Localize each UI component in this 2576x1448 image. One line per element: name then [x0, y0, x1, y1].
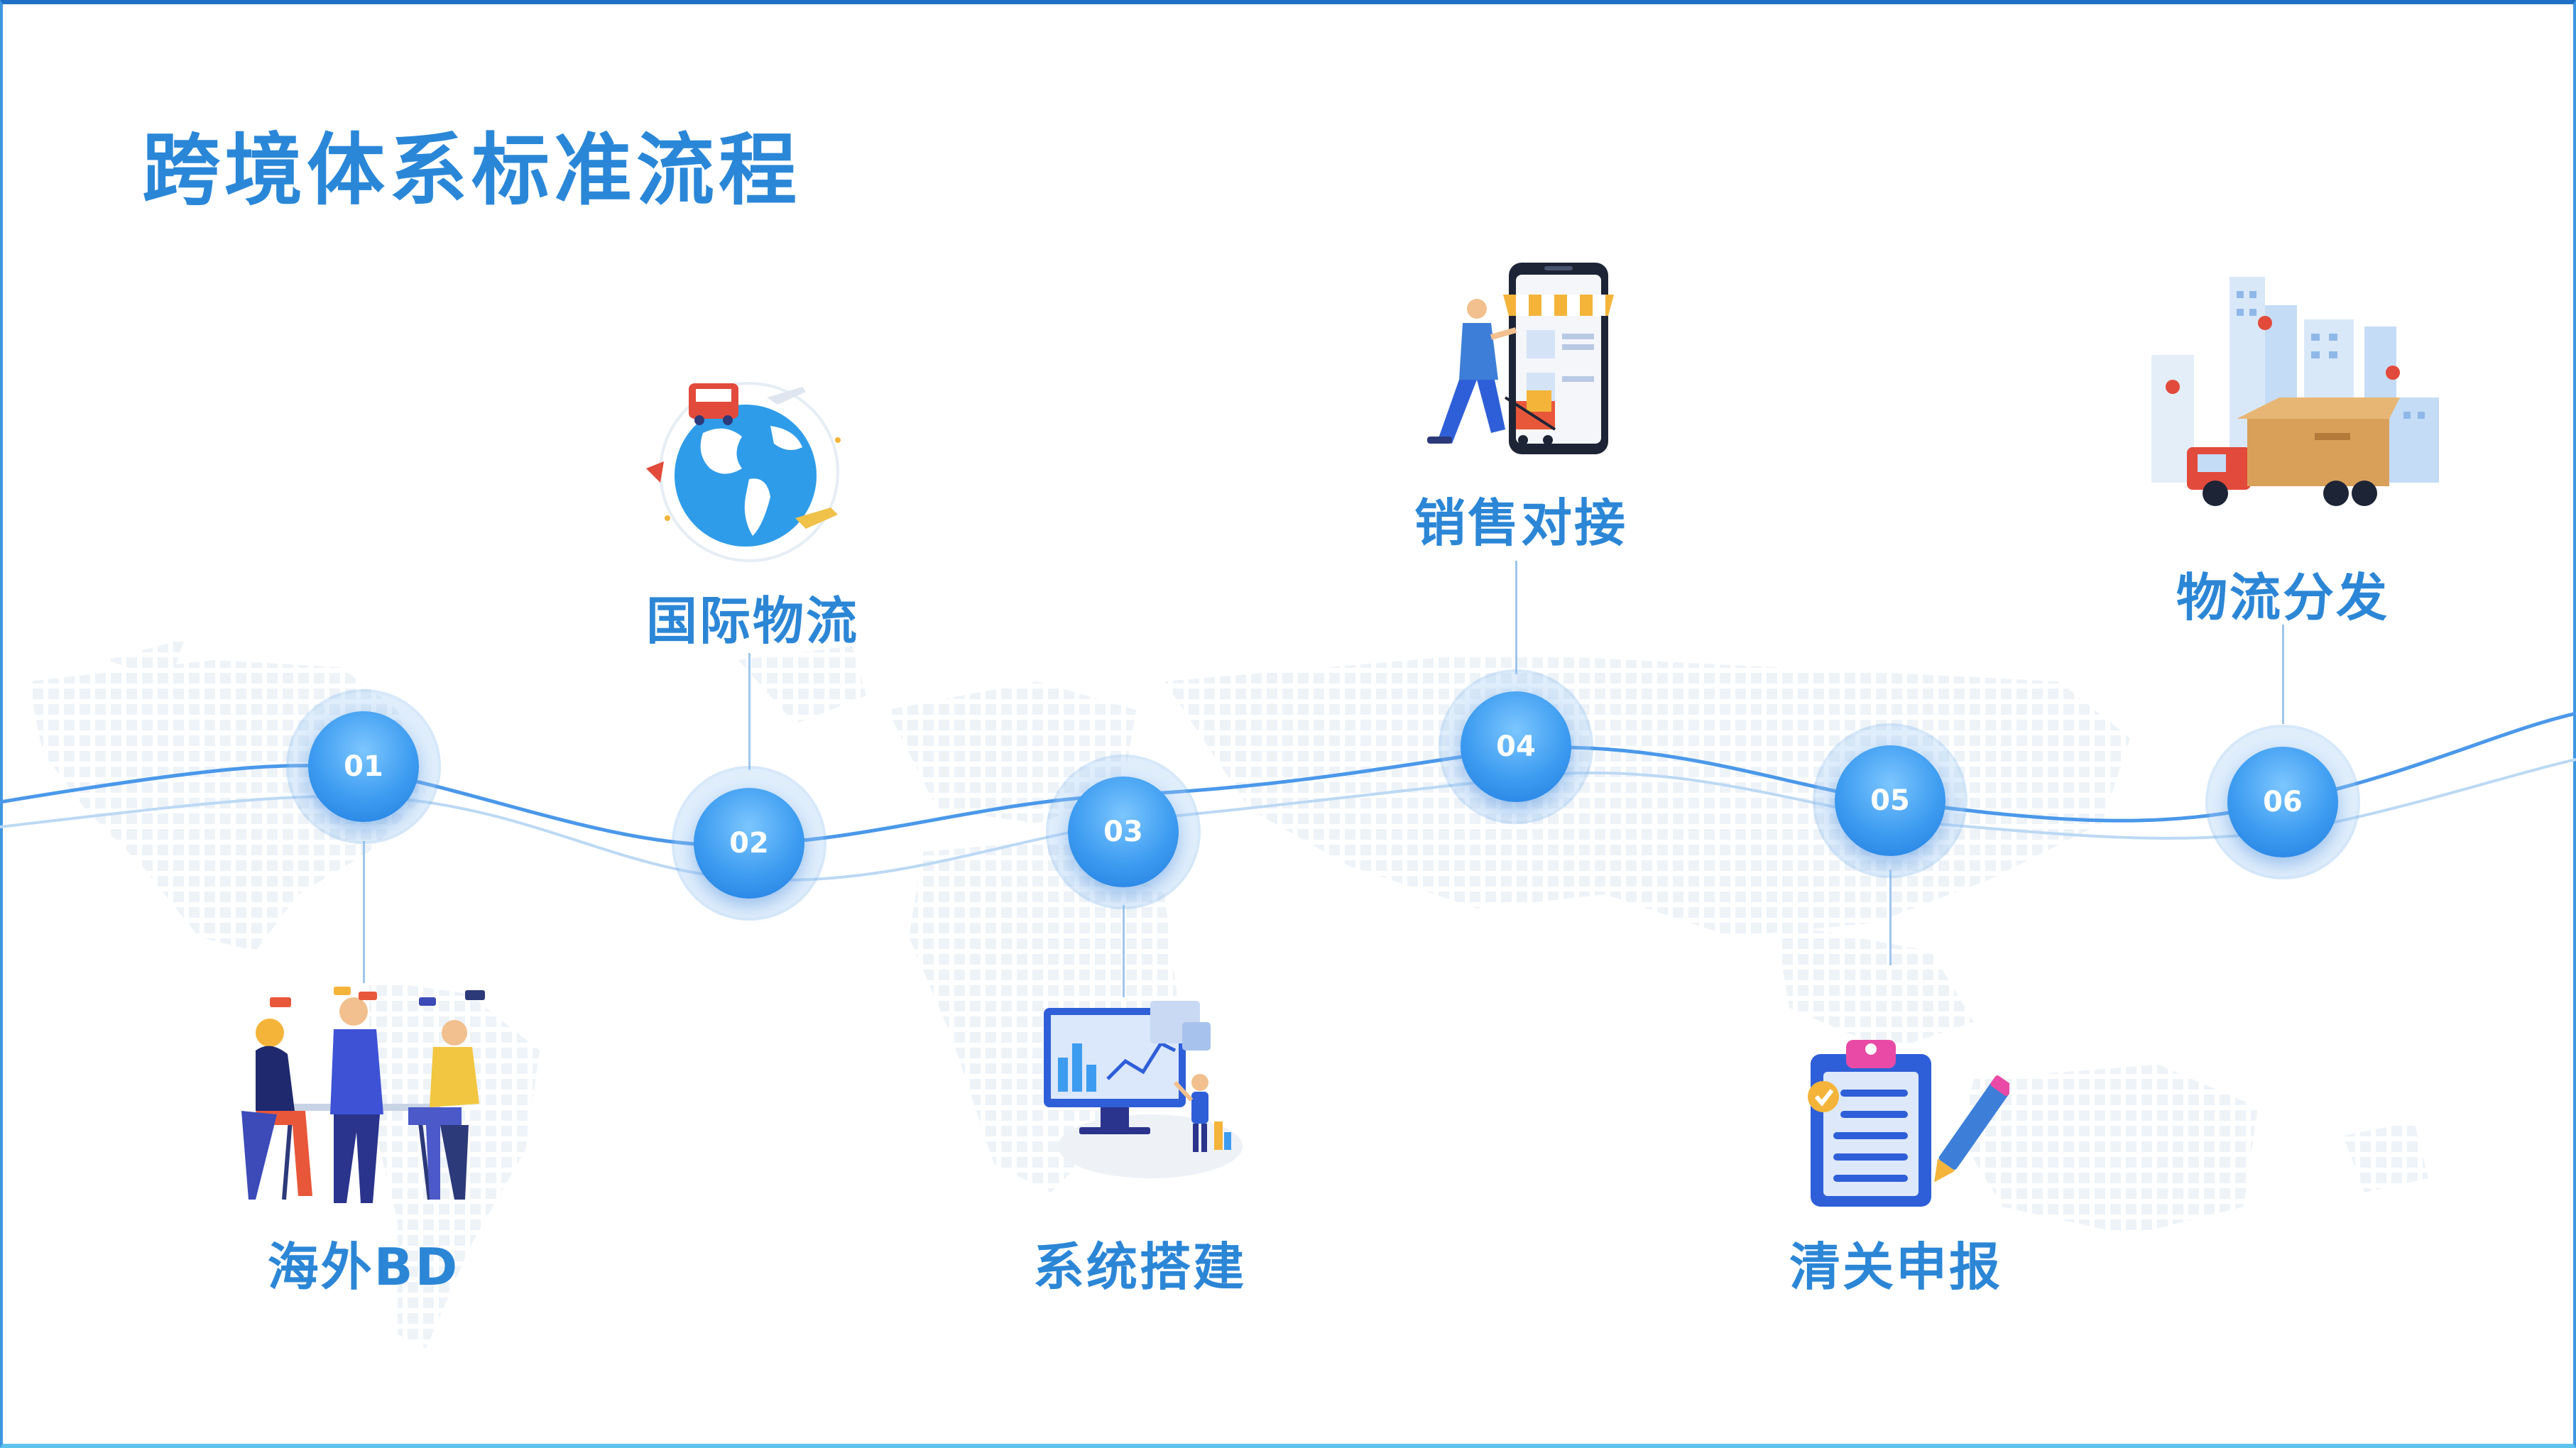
dashboard-analytics-illustration [1044, 1001, 1243, 1178]
step-node-core: 06 [2227, 747, 2338, 857]
step-label-03: 系统搭建 [1032, 1237, 1246, 1297]
step-node-06: 06 [2208, 728, 2357, 877]
step-node-core: 03 [1068, 777, 1179, 887]
step-label-06: 物流分发 [2176, 568, 2389, 627]
connector-01 [363, 841, 365, 983]
step-number: 05 [1870, 784, 1910, 817]
step-number: 03 [1103, 816, 1143, 848]
connector-03 [1123, 905, 1125, 997]
step-number: 01 [344, 750, 383, 783]
step-node-05: 05 [1816, 726, 1965, 875]
step-node-04: 04 [1441, 672, 1590, 821]
step-label-05: 清关申报 [1789, 1237, 2002, 1297]
step-node-01: 01 [289, 692, 438, 841]
step-label-01: 海外BD [267, 1237, 460, 1297]
globe-transport-illustration [646, 382, 841, 562]
step-number: 06 [2263, 786, 2303, 818]
step-label-02: 国际物流 [645, 591, 859, 651]
step-node-02: 02 [675, 769, 824, 918]
page-title: 跨境体系标准流程 [142, 125, 801, 216]
connector-02 [748, 653, 751, 770]
city-delivery-truck-illustration [2151, 277, 2439, 506]
connector-05 [1889, 870, 1892, 965]
step-node-core: 02 [694, 788, 804, 899]
step-number: 02 [729, 827, 769, 860]
step-node-core: 01 [308, 711, 419, 822]
step-number: 04 [1496, 730, 1536, 763]
step-node-core: 04 [1461, 691, 1571, 802]
clipboard-checklist-illustration [1808, 1040, 2009, 1207]
connector-06 [2282, 625, 2284, 724]
team-meeting-illustration [241, 987, 485, 1203]
mobile-shop-illustration [1427, 263, 1614, 454]
step-node-03: 03 [1049, 757, 1198, 906]
step-label-04: 销售对接 [1414, 493, 1627, 553]
connector-04 [1515, 561, 1517, 674]
step-node-core: 05 [1835, 745, 1945, 856]
